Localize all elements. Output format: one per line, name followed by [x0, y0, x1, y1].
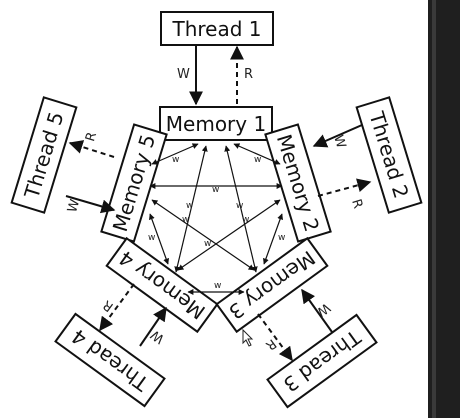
memory-mesh [149, 143, 283, 295]
thread-3-write-label: W [313, 299, 332, 319]
mesh-w-6: w [182, 215, 189, 225]
mesh-w-7: w [242, 215, 249, 225]
mesh-w-10: w [204, 239, 211, 249]
thread-5-read-arrow [68, 140, 115, 158]
thread-5-read-label: R [83, 130, 100, 143]
thread-4-write-arrow [139, 306, 167, 347]
mesh-w-8: w [148, 233, 155, 243]
thread-2-links: W R [312, 124, 372, 210]
memory-1-label: Memory 1 [166, 112, 266, 136]
thread-1-read-label: R [244, 67, 253, 82]
thread-5-write-label: W [65, 198, 83, 215]
thread-3-write-arrow [301, 288, 333, 333]
mesh-w-4: w [186, 201, 193, 211]
mesh-w-2: w [254, 155, 261, 165]
mesh-w-11: w [214, 281, 221, 291]
thread-1-label: Thread 1 [171, 17, 261, 41]
memory-1-box: Memory 1 [159, 106, 273, 141]
thread-2-write-arrow [312, 124, 363, 148]
thread-1-box: Thread 1 [160, 11, 274, 46]
memory-4-box: Memory 4 [105, 236, 219, 334]
mesh-write-labels: w w w w w w w w w w w [148, 155, 285, 291]
memory-3-box: Memory 3 [215, 236, 329, 334]
thread-2-read-arrow [317, 178, 372, 197]
thread-4-read-label: R [100, 297, 116, 314]
mesh-w-3: w [212, 185, 219, 195]
thread-4-box: Thread 4 [54, 312, 166, 408]
thread-5-links: W R [65, 130, 116, 215]
mesh-w-9: w [278, 233, 285, 243]
window-edge [428, 0, 460, 418]
thread-2-write-label: W [330, 133, 348, 150]
mouse-cursor-icon [242, 328, 254, 347]
memory-5-box: Memory 5 [100, 123, 168, 243]
thread-1-write-label: W [177, 67, 190, 82]
thread-5-write-arrow [65, 195, 116, 214]
thread-1-links: W R [177, 45, 253, 106]
thread-3-box: Thread 3 [266, 313, 378, 409]
thread-3-read-arrow [257, 313, 293, 362]
thread-2-box: Thread 2 [355, 96, 423, 214]
thread-2-read-label: R [348, 197, 365, 210]
mesh-w-1: w [172, 155, 179, 165]
memory-3-label: Memory 3 [224, 246, 319, 324]
thread-4-read-arrow [99, 283, 135, 332]
mesh-w-5: w [236, 201, 243, 211]
